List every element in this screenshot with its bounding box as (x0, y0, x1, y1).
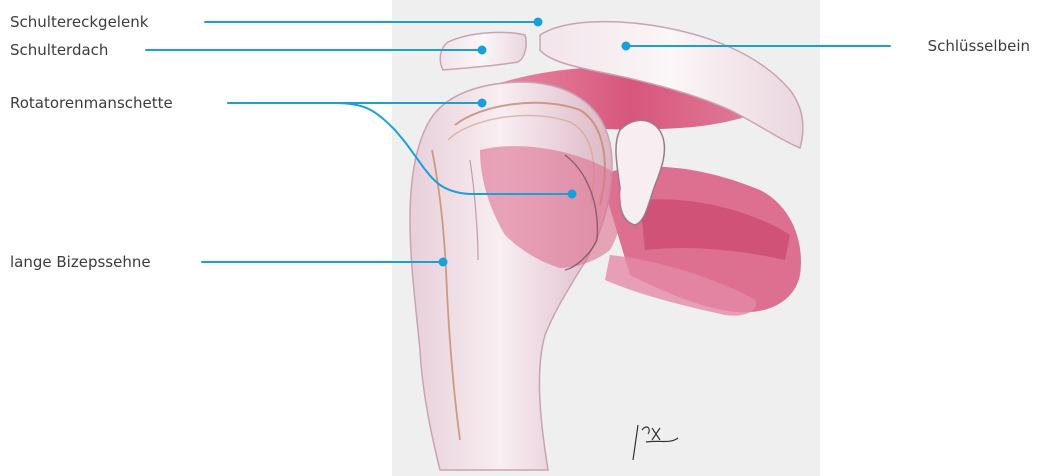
leader-dot-schluesselbein (622, 42, 631, 51)
leader-dot-rotatorenmanschette-top (478, 99, 487, 108)
leader-dot-schulterdach (478, 46, 487, 55)
label-schluesselbein: Schlüsselbein (928, 37, 1030, 55)
leader-dot-rotatorenmanschette (568, 190, 577, 199)
label-schulterdach: Schulterdach (10, 41, 108, 59)
label-lange-bizepssehne: lange Bizepssehne (10, 253, 151, 271)
leader-dot-bizepssehne (439, 258, 448, 267)
label-schultereckgelenk: Schultereckgelenk (10, 13, 149, 31)
leader-dot-schultereckgelenk (534, 18, 543, 27)
label-rotatorenmanschette: Rotatorenmanschette (10, 94, 173, 112)
